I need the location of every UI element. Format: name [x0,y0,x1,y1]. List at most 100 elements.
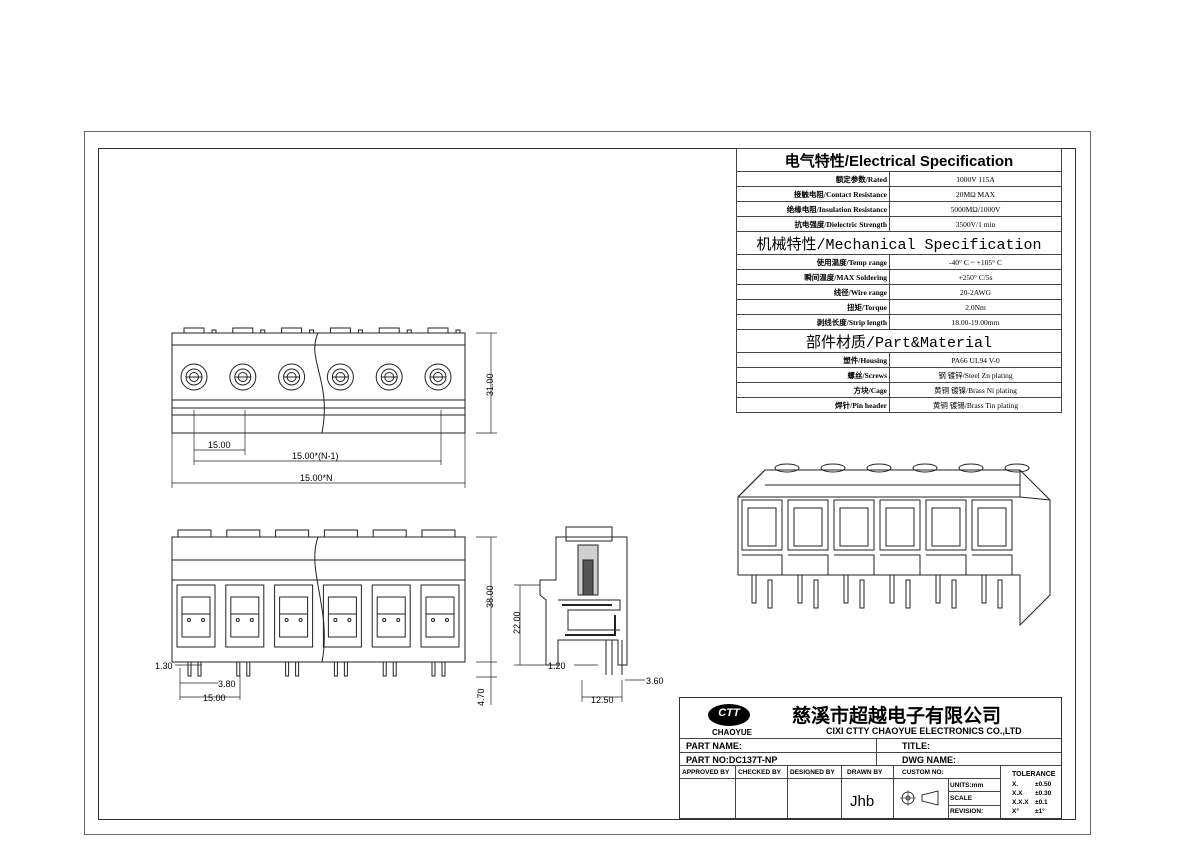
terminal-notch [329,327,351,333]
company-name-en: CIXI CTTY CHAOYUE ELECTRONICS CO.,LTD [826,726,1022,736]
terminal-notch [357,329,363,334]
pin [197,661,202,677]
cage-dot [201,618,205,622]
drawing-border-inner [98,148,1076,820]
isometric-view [737,463,1051,627]
pin [246,661,251,677]
terminal-tab [177,529,212,538]
terminal-notch [211,329,217,334]
terminal-tab [421,529,456,538]
cage-dot [249,618,254,622]
revision-label: REVISION: [950,808,984,815]
wire-entry-inner [327,596,357,638]
terminal-notch [378,327,400,333]
logo-text: CHAOYUE [712,728,753,737]
tolerance-value: ±1° [1035,808,1045,815]
pin [441,661,446,677]
dim-top-pitch: 15.00 [208,440,231,450]
screw-outer [375,363,403,391]
custom-no-label: CUSTOM NO: [902,769,944,776]
wire-entry [371,584,411,648]
spec-row: 使用温度/Temp range-40° C ~ +105° C [736,254,1062,270]
iso-screw-top [1004,463,1030,473]
terminal-notch [427,327,449,333]
cage-dot [347,618,352,622]
dim-front-pin-offset: 1.30 [155,661,173,671]
scale-label: SCALE [950,795,973,802]
iso-screw-top [912,463,938,473]
tolerance-value: ±0.1 [1035,799,1048,806]
projection-symbol-icon [900,790,939,806]
units-label: UNITS:mm [950,782,984,789]
part-name-label: PART NAME: [686,741,742,751]
iso-cage [788,554,829,575]
screw-outer [229,363,257,391]
iso-wire-entry [879,499,921,551]
cage-dot [298,618,303,622]
wire-entry-inner [230,596,260,638]
iso-wire-entry-inner [885,507,915,547]
top-view-dimensions [171,332,497,488]
cage-dot [396,618,401,622]
iso-cage [926,554,967,575]
iso-pin [797,574,803,604]
cage-dot [235,618,240,622]
iso-pin [767,579,773,609]
iso-pin [751,574,757,604]
iso-pin [905,579,911,609]
wire-entry-inner [279,596,309,638]
part-number: PART NO:DC137T-NP [686,755,778,765]
pin [431,661,436,677]
iso-wire-entry-inner [747,507,777,547]
iso-pin [889,574,895,604]
iso-wire-entry-inner [793,507,823,547]
iso-screw-top [958,463,984,473]
wire-entry-inner [425,596,455,638]
dim-top-height: 31.00 [485,373,495,396]
tolerance-title: TOLERANCE [1012,771,1056,778]
wire-entry [420,584,460,648]
screw-outer [424,363,452,391]
title-label: TITLE: [902,741,930,751]
iso-cage [972,554,1013,575]
iso-pin [859,579,865,609]
wire-entry [322,584,362,648]
wire-entry-inner [376,596,406,638]
iso-cage [742,554,783,575]
pin [333,661,338,677]
mechanical-spec-title: 机械特性/Mechanical Specification [736,231,1062,255]
screw-outer [278,363,306,391]
material-spec-title: 部件材质/Part&Material [736,329,1062,353]
tolerance-value: ±0.30 [1035,790,1052,797]
cage-dot [284,618,289,622]
front-view [171,529,466,677]
pin [295,661,300,677]
iso-cage [880,554,921,575]
cage-dot [382,618,387,622]
cage-dot [445,618,449,622]
spec-value: 黄铜 镀锡/Brass Tin plating [889,397,1062,413]
terminal-notch [232,327,254,333]
drawn-by-label: DRAWN BY [847,769,883,776]
terminal-notch [309,329,315,334]
iso-wire-entry-inner [977,507,1007,547]
wire-entry [274,584,314,648]
wire-entry-inner [181,596,211,638]
checked-by-label: CHECKED BY [738,769,781,776]
dim-side-pin-w: 3.60 [646,676,664,686]
designed-by-label: DESIGNED BY [790,769,835,776]
tolerance-key: X. [1012,781,1019,788]
iso-wire-entry-inner [931,507,961,547]
dwg-name-label: DWG NAME: [902,755,956,765]
terminal-tab [323,529,358,538]
cage-dot [431,618,435,622]
iso-pin [981,574,987,604]
iso-pin [843,574,849,604]
screw-outer [326,363,354,391]
iso-cage [834,554,875,575]
iso-wire-entry [925,499,967,551]
